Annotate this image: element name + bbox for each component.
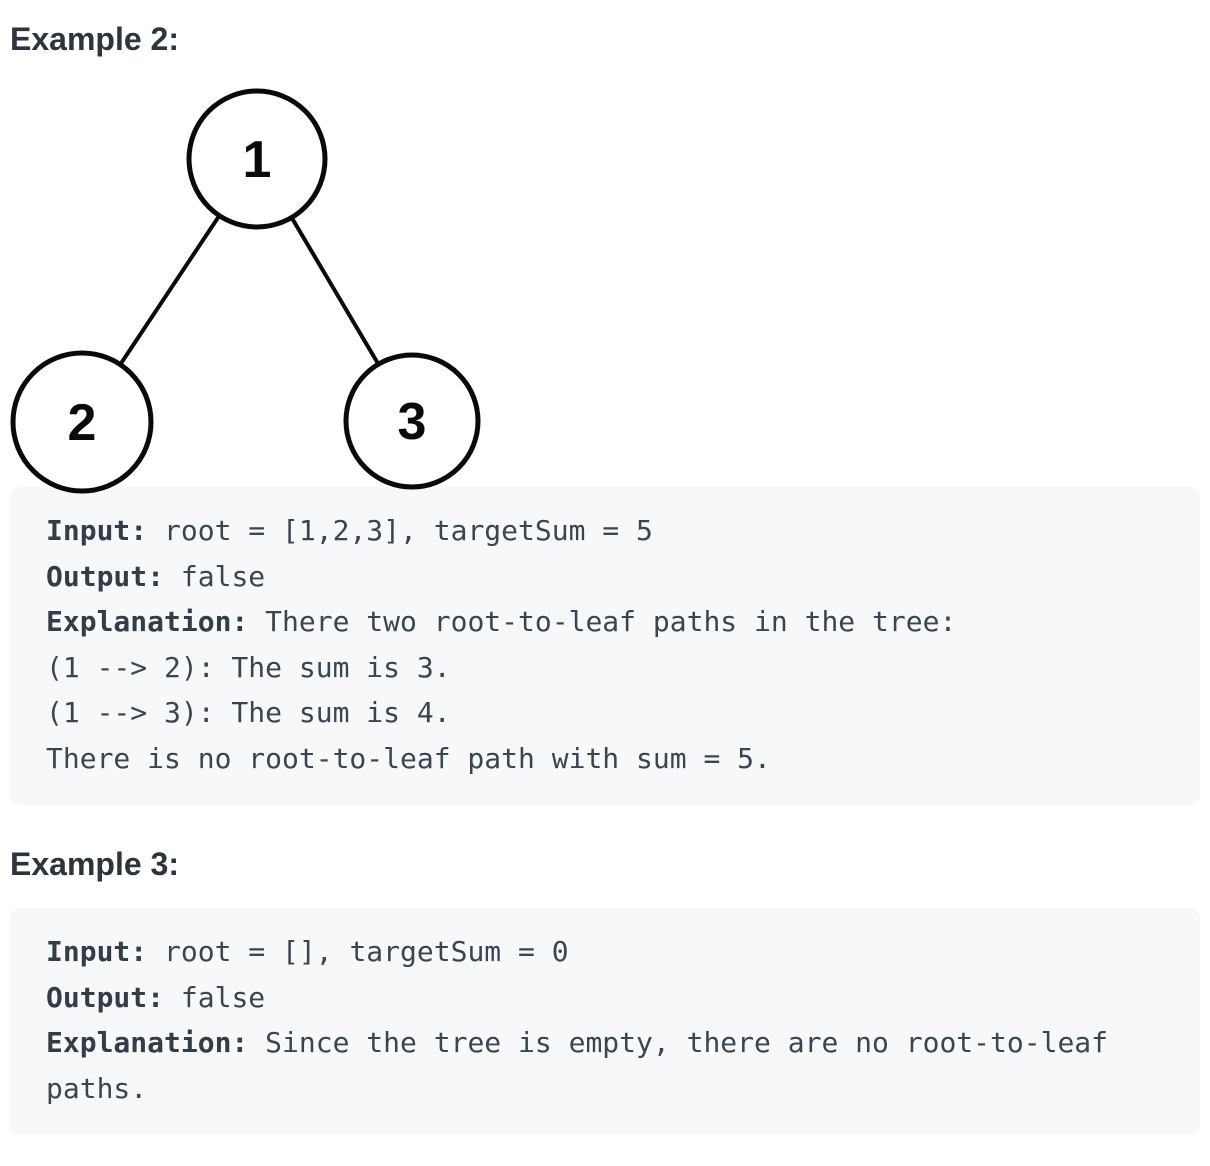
example-2-code-block: Input: root = [1,2,3], targetSum = 5 Outp… <box>10 487 1200 805</box>
example-2-heading: Example 2: <box>10 21 179 57</box>
tree-node-label: 2 <box>68 394 97 452</box>
tree-node-circle <box>343 352 481 490</box>
code-line: (1 --> 2): The sum is 3. <box>46 650 451 684</box>
code-line: (1 --> 3): The sum is 4. <box>46 696 451 729</box>
code-line: Input: root = [], targetSum = 0 <box>46 935 569 968</box>
code-line: Explanation: Since the tree is empty, th… <box>46 1026 1125 1105</box>
tree-node-circle <box>10 350 154 494</box>
code-line-label: Input: <box>46 935 148 968</box>
code-line: There is no root-to-leaf path with sum =… <box>46 741 771 775</box>
code-line-label: Explanation: <box>46 605 249 638</box>
tree-node-circle <box>186 88 328 230</box>
problem-examples-section: Example 2: 1 2 3 Input: root = [1,2,3], ta… <box>10 20 1200 1135</box>
example-3-heading: Example 3: <box>10 846 179 882</box>
code-line: Explanation: There two root-to-leaf path… <box>46 605 957 638</box>
code-line: Output: false <box>46 980 266 1014</box>
code-line-label: Input: <box>46 514 148 547</box>
tree-node: 3 <box>343 352 481 490</box>
tree-node-label: 3 <box>398 393 427 451</box>
code-line-label: Explanation: <box>46 1026 249 1059</box>
binary-tree-diagram: 1 2 3 <box>10 88 481 494</box>
tree-node-label: 1 <box>243 131 272 189</box>
tree-node: 2 <box>10 350 154 494</box>
code-line-label: Output: <box>46 559 165 593</box>
example-3-code-block: Input: root = [], targetSum = 0 Output: f… <box>10 908 1200 1135</box>
code-line-label: Output: <box>46 980 165 1014</box>
tree-node: 1 <box>186 88 328 230</box>
code-line: Input: root = [1,2,3], targetSum = 5 <box>46 514 653 547</box>
code-line: Output: false <box>46 559 266 593</box>
